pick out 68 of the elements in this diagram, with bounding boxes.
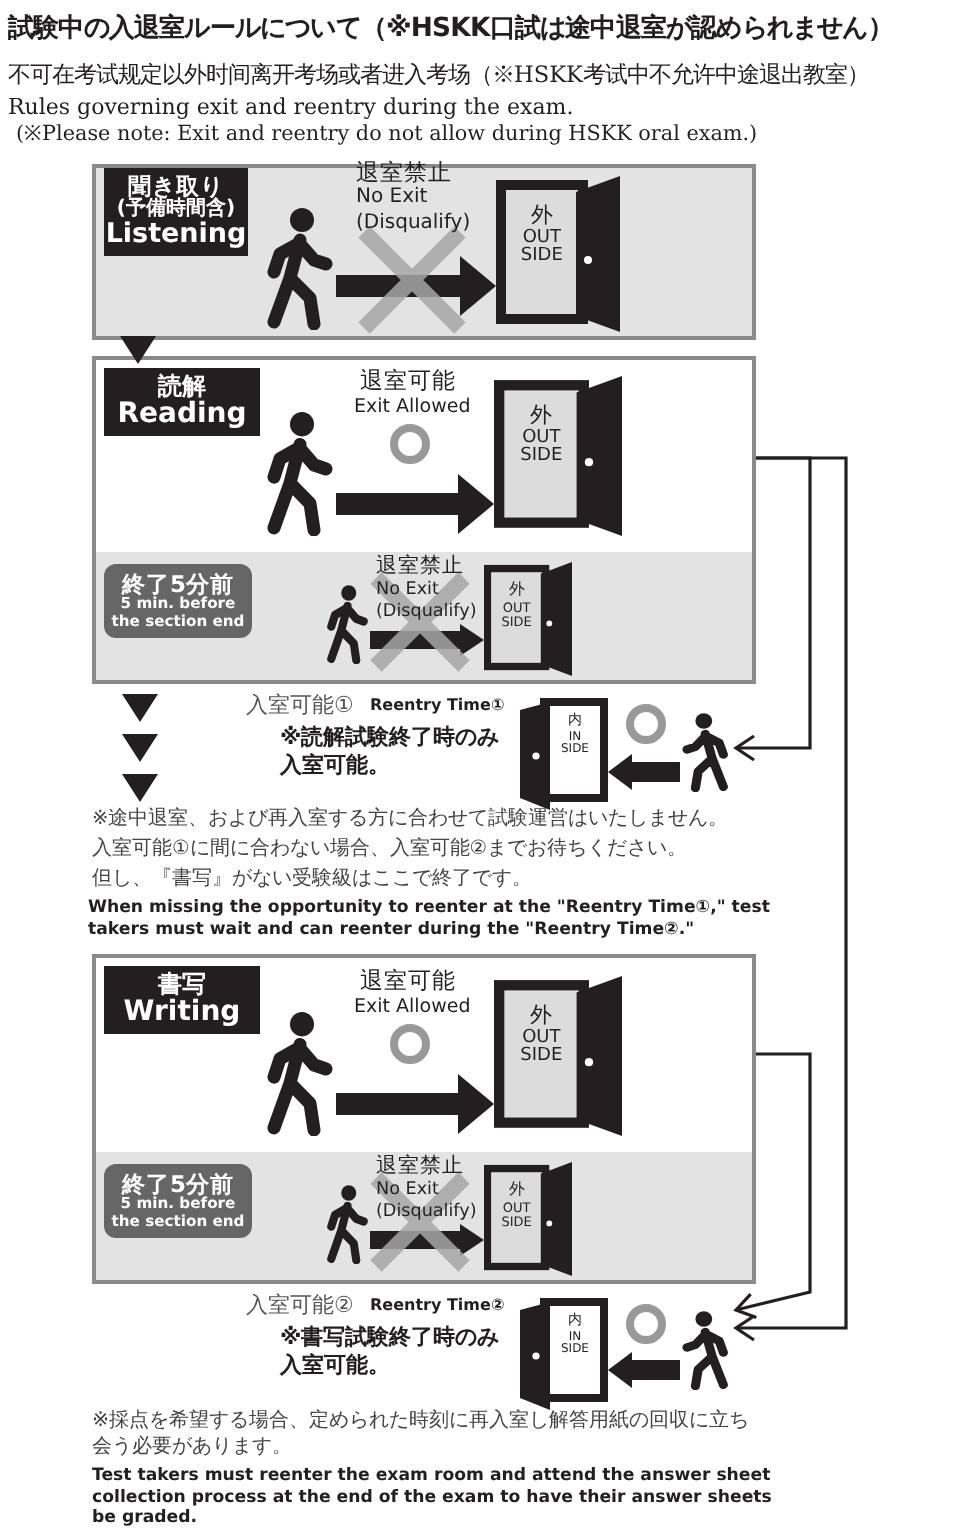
section-name: Writing: [123, 997, 241, 1029]
section-name: 読解: [158, 373, 206, 400]
note-text: ※読解試験終了時のみ入室可能。: [280, 724, 502, 779]
status-text: No Exit (Disqualify): [376, 1180, 479, 1224]
section-name: Listening: [105, 220, 247, 251]
door-sign-text: 外: [508, 582, 525, 599]
section-name: 聞き取り: [128, 173, 224, 199]
status-text: No Exit (Disqualify): [376, 580, 479, 624]
block-arrow: [370, 1224, 484, 1256]
door-sign-text: 外: [508, 1182, 525, 1199]
note-text: Test takers must reenter the exam room and attend the answer sheet collection process at the end of the exam to have their answer sheets be graded.: [92, 1466, 774, 1531]
note-text: ※途中退室、および再入室する方に合わせて試験運営はいたしません。: [92, 808, 729, 833]
section-name: 書写: [158, 971, 206, 998]
section-tag: [104, 168, 248, 256]
door-sign-text: OUT SIDE: [518, 230, 565, 267]
reentry-time-text: 入室可能②: [246, 1292, 354, 1320]
door: [496, 176, 620, 332]
door: [520, 1298, 608, 1410]
door: [494, 976, 622, 1136]
section-panel: [92, 356, 756, 684]
section-panel: [92, 954, 756, 1284]
status-text: 退室可能: [360, 366, 456, 395]
section-name: Reading: [117, 399, 247, 431]
status-text: Exit Allowed: [354, 396, 471, 420]
door: [520, 698, 608, 810]
reentry-time-text: Reentry Time②: [370, 1296, 505, 1316]
title-text: 試験中の入退室ルールについて（※HSKK口試は途中退室が認められません）: [8, 16, 893, 46]
door-sign-text: OUT SIDE: [518, 1030, 565, 1067]
status-text: 退室禁止: [356, 158, 452, 186]
connector-arrow: [734, 1052, 812, 1319]
status-text: 退室可能: [360, 966, 456, 995]
note-text: 入室可能①に間に合わない場合、入室可能②までお待ちください。: [92, 838, 688, 863]
status-text: 退室禁止: [376, 554, 464, 580]
subtitle-text: 不可在考试规定以外时间离开考场或者进入考场（※HSKK考试中不允许中途退出教室）: [8, 62, 869, 91]
section-tag: [104, 1164, 252, 1238]
section-tag: [104, 368, 260, 436]
block-arrow: [608, 1352, 680, 1388]
door: [484, 1162, 572, 1276]
subtitle-text: (※Please note: Exit and reentry do not allow during HSKK oral exam.): [16, 122, 758, 148]
note-text: 但し、『書写』がない受験級はここで終了です。: [92, 868, 532, 893]
door: [494, 376, 622, 536]
section-name: (予備時間含): [116, 198, 236, 221]
door: [484, 562, 572, 676]
connector-arrow: [734, 456, 848, 1342]
section-tag: [104, 564, 252, 638]
door-sign-text: 外: [530, 204, 553, 227]
door-sign-text: OUT SIDE: [518, 430, 565, 467]
block-arrow: [608, 754, 680, 790]
note-text: When missing the opportunity to reenter at the "Reentry Time①," test takers must wait and can reenter during the "Reentry Time②.": [88, 898, 772, 941]
reentry-time-text: Reentry Time①: [370, 696, 505, 716]
door-sign-text: 外: [530, 1004, 553, 1027]
note-text: ※書写試験終了時のみ入室可能。: [280, 1324, 502, 1379]
status-text: Exit Allowed: [354, 996, 471, 1020]
door-sign-text: 外: [530, 404, 553, 427]
status-text: 退室禁止: [376, 1154, 464, 1180]
connector-arrow: [734, 456, 812, 762]
section-tag: [104, 966, 260, 1034]
warning-band: [96, 1152, 752, 1280]
note-text: ※採点を希望する場合、定められた時刻に再入室し解答用紙の回収に立ち会う必要があります。: [92, 1410, 752, 1461]
section-panel: [92, 164, 756, 340]
section-name: 終了5分前: [121, 1171, 234, 1197]
subtitle-text: Rules governing exit and reentry during the exam.: [8, 94, 574, 122]
warning-band: [96, 552, 752, 680]
down-triangle-arrow: [120, 336, 156, 364]
status-text: No Exit (Disqualify): [356, 186, 473, 236]
section-name: 終了5分前: [121, 571, 234, 597]
reentry-time-text: 入室可能①: [246, 692, 354, 720]
block-arrow: [370, 624, 484, 656]
